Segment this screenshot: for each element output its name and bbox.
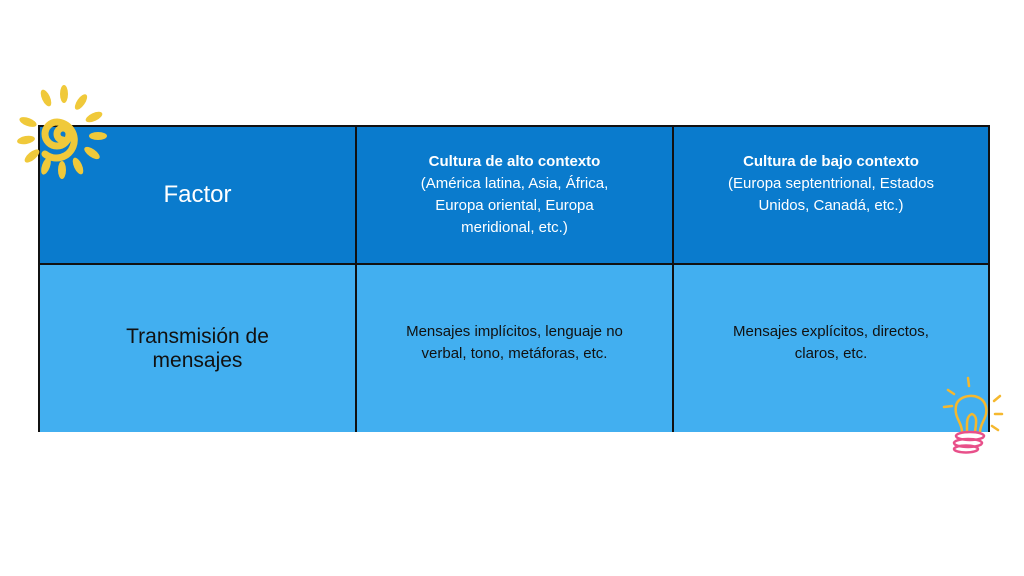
header-high-title: Cultura de alto contexto [428, 153, 601, 170]
row-high-cell: Mensajes implícitos, lenguaje no verbal,… [357, 265, 674, 432]
row-low-cell: Mensajes explícitos, directos, claros, e… [674, 265, 988, 432]
header-high-context-cell: Cultura de alto contexto (América latina… [357, 127, 674, 265]
header-low-subtitle: (Europa septentrional, Estados Unidos, C… [728, 175, 934, 214]
row-factor: Transmisión de mensajes [126, 324, 269, 372]
header-factor: Factor [163, 181, 232, 208]
header-high-subtitle: (América latina, Asia, África, Europa or… [420, 175, 609, 236]
header-low-title: Cultura de bajo contexto [743, 153, 919, 170]
sun-icon [17, 85, 107, 179]
row-low-text: Mensajes explícitos, directos, claros, e… [733, 322, 929, 362]
lightbulb-icon [942, 376, 1004, 454]
row-high-text: Mensajes implícitos, lenguaje no verbal,… [406, 322, 623, 362]
header-low-context-cell: Cultura de bajo contexto (Europa septent… [674, 127, 988, 265]
culture-context-table: Factor Cultura de alto contexto (América… [38, 125, 990, 432]
row-factor-cell: Transmisión de mensajes [40, 265, 357, 432]
